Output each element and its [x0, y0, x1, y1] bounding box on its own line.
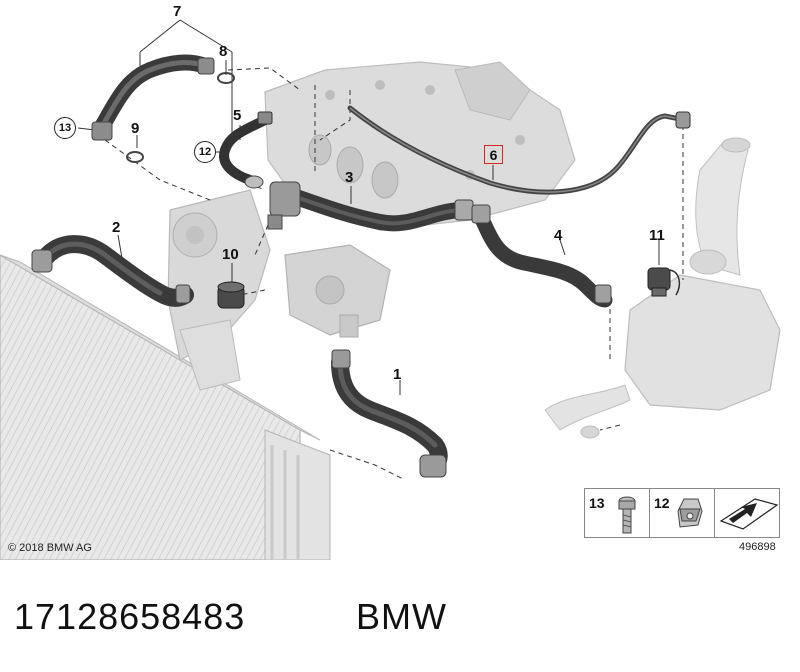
- copyright-text: © 2018 BMW AG: [8, 542, 92, 554]
- legend-number-12: 12: [654, 495, 670, 511]
- diagram-id: 496898: [739, 541, 776, 553]
- callout-9: 9: [131, 120, 140, 137]
- o-ring-8: [217, 72, 235, 84]
- diagram-drawing: [0, 19, 781, 561]
- water-pump-housing: [167, 189, 271, 391]
- legend-item-12: 12: [649, 488, 715, 538]
- legend-item-13: 13: [584, 488, 650, 538]
- brand-name: BMW: [356, 596, 447, 637]
- expansion-tank: [544, 137, 781, 439]
- bolt-icon: [618, 496, 636, 534]
- assembly-lines: [104, 67, 684, 481]
- parts-diagram: 7 8 9 5 3 2 4 11 10 1 13 12 6 © 2018 BMW…: [0, 3, 784, 561]
- arrow-plate-icon: [719, 498, 779, 530]
- engine-block: [264, 61, 576, 231]
- callout-2: 2: [112, 219, 121, 236]
- callout-3: 3: [345, 169, 354, 186]
- hose-4: [471, 204, 613, 308]
- plug-10: [217, 281, 245, 309]
- hose-3: [267, 181, 474, 232]
- parts-legend: 13 12: [584, 488, 784, 538]
- callout-1: 1: [393, 366, 402, 383]
- callout-13: 13: [54, 117, 76, 139]
- radiator: [0, 254, 331, 561]
- hose-7: [91, 54, 215, 141]
- clip-icon: [677, 498, 703, 528]
- callout-12: 12: [194, 141, 216, 163]
- callout-10: 10: [222, 246, 239, 263]
- callout-7: 7: [173, 3, 182, 20]
- callout-11: 11: [649, 227, 665, 244]
- callout-4: 4: [554, 227, 563, 244]
- o-ring-9: [126, 151, 144, 163]
- callout-6-highlighted: 6: [484, 145, 503, 164]
- part-number: 17128658483: [14, 596, 246, 637]
- legend-number-13: 13: [589, 495, 605, 511]
- hose-1: [331, 349, 448, 478]
- callout-8: 8: [219, 43, 228, 60]
- sensor-11: [647, 267, 681, 297]
- thermostat-housing: [284, 244, 391, 338]
- leader-lines: [77, 19, 660, 395]
- legend-item-arrow: [714, 488, 780, 538]
- hose-5: [219, 111, 273, 189]
- callout-5: 5: [233, 107, 242, 124]
- hose-2: [31, 235, 194, 307]
- vent-line-6: [347, 105, 691, 195]
